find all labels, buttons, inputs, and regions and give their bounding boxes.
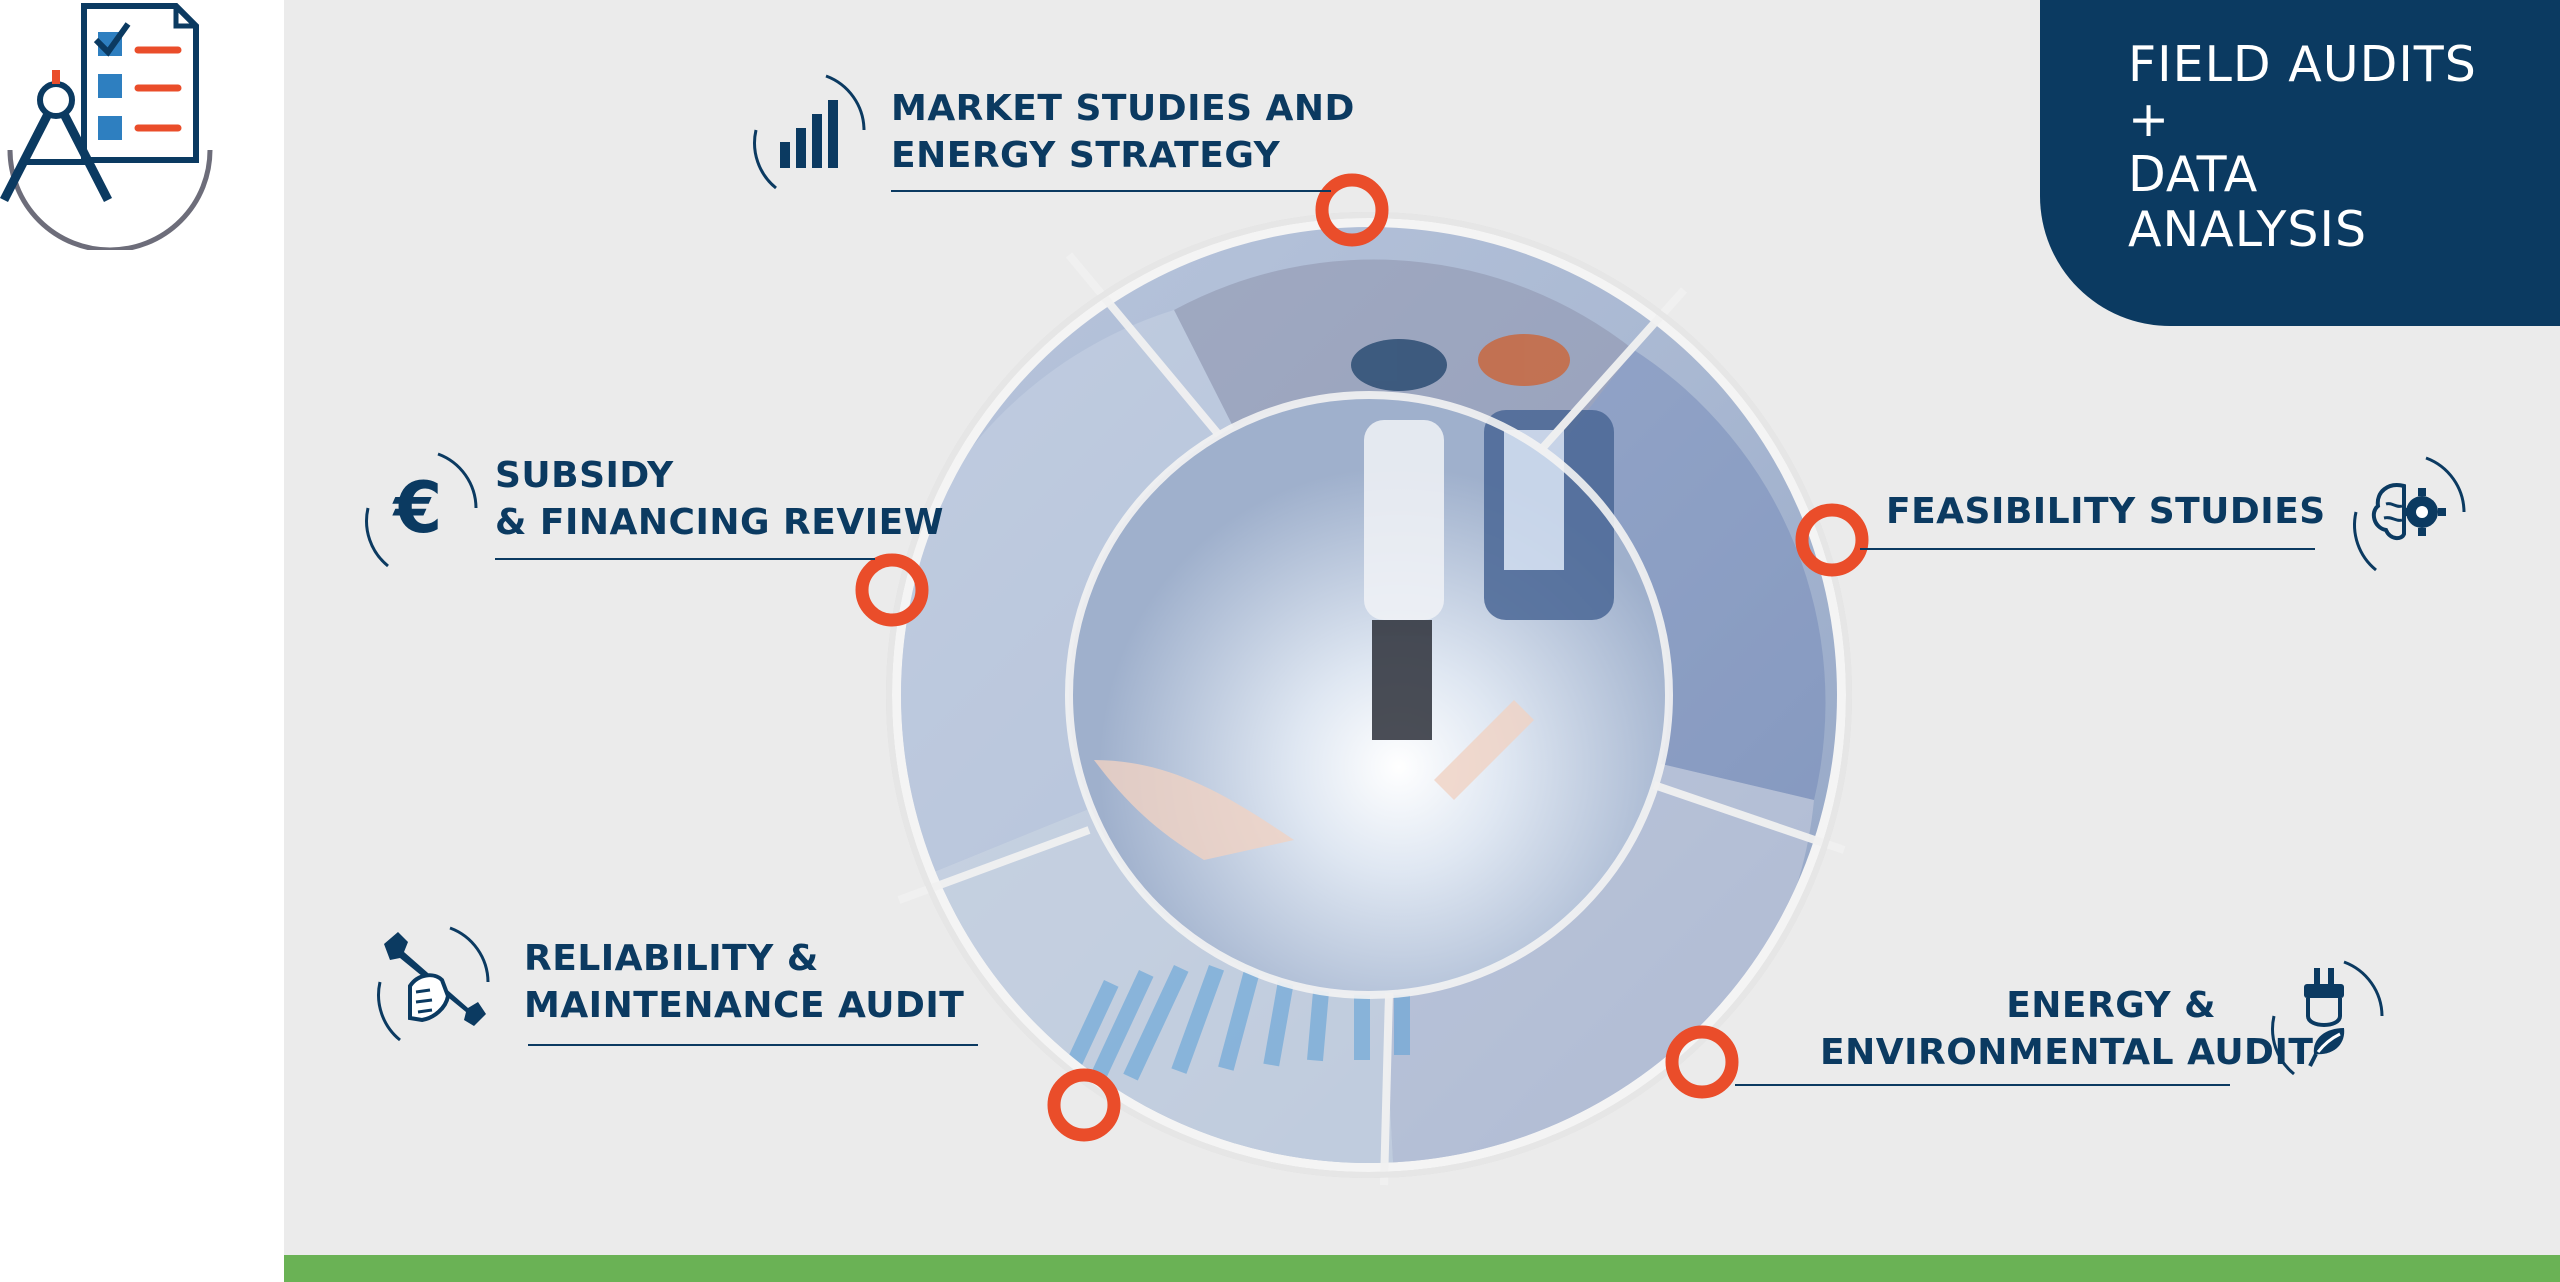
segment-label-feasibility: FEASIBILITY STUDIES bbox=[1886, 488, 2326, 535]
title-box: FIELD AUDITS + DATA ANALYSIS bbox=[2040, 0, 2560, 326]
brain-gear-icon bbox=[2353, 456, 2466, 572]
segment-label-market: MARKET STUDIES AND ENERGY STRATEGY bbox=[891, 85, 1355, 179]
segment-label-reliability: RELIABILITY & MAINTENANCE AUDIT bbox=[524, 935, 964, 1029]
wrench-hand-icon bbox=[377, 926, 490, 1042]
label-line: MARKET STUDIES AND bbox=[891, 88, 1355, 129]
audit-checklist-compass-icon bbox=[0, 3, 213, 250]
title-line: + bbox=[2128, 90, 2171, 148]
label-line: MAINTENANCE AUDIT bbox=[524, 985, 965, 1026]
label-underline bbox=[528, 1044, 978, 1046]
label-underline bbox=[495, 558, 875, 560]
bottom-green-bar bbox=[284, 1255, 2560, 1282]
title-line: ANALYSIS bbox=[2128, 200, 2368, 258]
label-line: ENERGY & bbox=[2006, 985, 2216, 1026]
segment-label-subsidy: SUBSIDY & FINANCING REVIEW bbox=[495, 452, 944, 546]
segment-label-energy: ENERGY & ENVIRONMENTAL AUDIT bbox=[1820, 982, 2314, 1076]
label-line: ENERGY STRATEGY bbox=[891, 135, 1281, 176]
svg-text:€: € bbox=[392, 467, 443, 549]
plug-leaf-icon bbox=[2271, 960, 2384, 1076]
label-line: & FINANCING REVIEW bbox=[495, 502, 944, 543]
title-line: DATA bbox=[2128, 145, 2259, 203]
central-photo-wheel bbox=[886, 212, 1852, 1186]
label-line: FEASIBILITY STUDIES bbox=[1886, 491, 2326, 532]
euro-icon: € bbox=[365, 452, 478, 568]
label-underline bbox=[1860, 548, 2315, 550]
label-underline bbox=[891, 190, 1331, 192]
bar-chart-icon bbox=[753, 74, 866, 190]
label-line: ENVIRONMENTAL AUDIT bbox=[1820, 1032, 2314, 1073]
label-underline bbox=[1735, 1084, 2230, 1086]
title-line: FIELD AUDITS bbox=[2128, 36, 2477, 93]
label-line: RELIABILITY & bbox=[524, 938, 819, 979]
label-line: SUBSIDY bbox=[495, 455, 674, 496]
